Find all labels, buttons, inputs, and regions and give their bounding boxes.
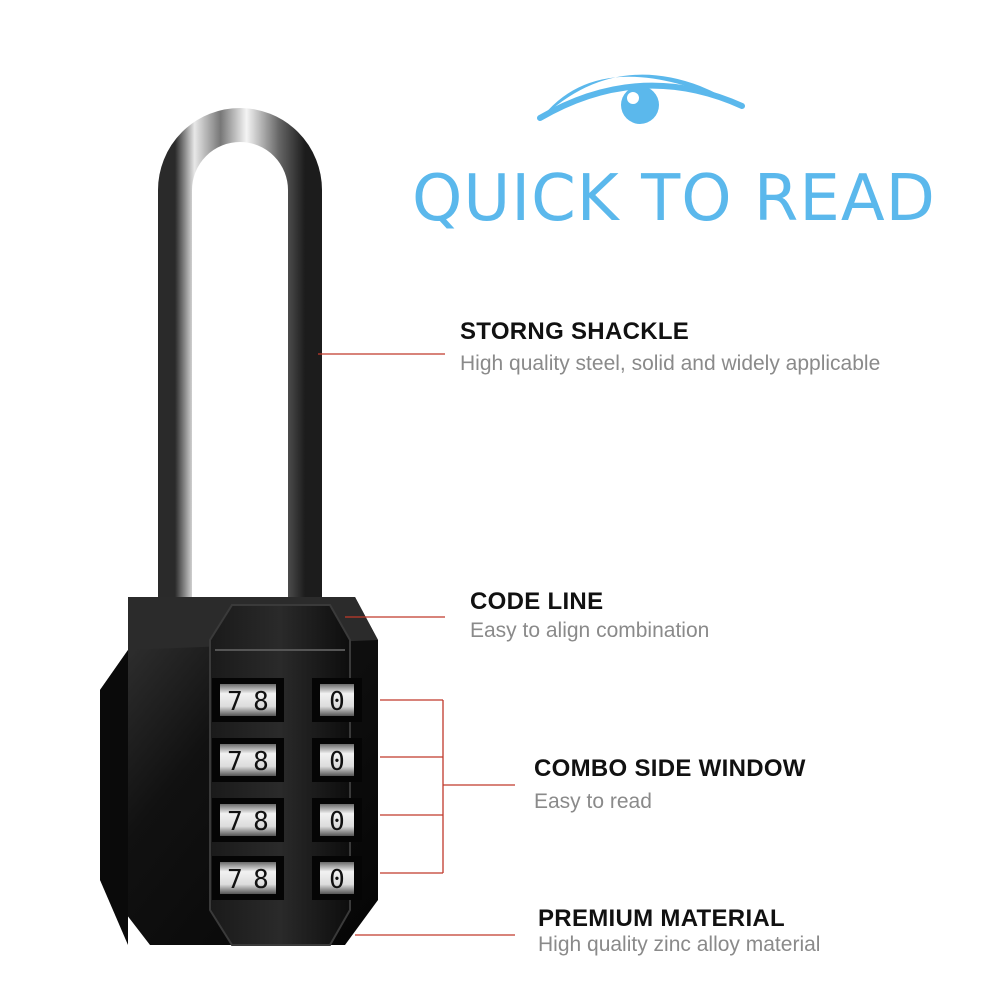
feature-title-code-line: CODE LINE: [470, 588, 604, 615]
feature-desc-shackle: High quality steel, solid and widely app…: [460, 352, 881, 375]
side-digit: 0: [329, 807, 345, 837]
front-digit: 7: [227, 687, 243, 717]
feature-desc-material: High quality zinc alloy material: [538, 933, 821, 956]
callout-lines: [318, 353, 515, 936]
front-digit: 8: [253, 865, 269, 895]
page-title: QUICK TO READ: [412, 162, 936, 236]
feature-desc-code-line: Easy to align combination: [470, 619, 710, 642]
eye-icon: [537, 74, 745, 124]
front-dial-windows: [212, 678, 284, 900]
steel-shackle: [158, 108, 322, 610]
front-digit: 8: [253, 687, 269, 717]
feature-title-material: PREMIUM MATERIAL: [538, 905, 786, 932]
front-digit: 7: [227, 807, 243, 837]
feature-title-shackle: STORNG SHACKLE: [460, 318, 690, 345]
side-digit: 0: [329, 747, 345, 777]
front-digit: 8: [253, 807, 269, 837]
side-dial-windows: [312, 678, 362, 900]
feature-title-side-window: COMBO SIDE WINDOW: [534, 755, 806, 782]
feature-desc-side-window: Easy to read: [534, 790, 652, 813]
side-digit: 0: [329, 687, 345, 717]
front-digit: 8: [253, 747, 269, 777]
front-digit: 7: [227, 747, 243, 777]
side-digit: 0: [329, 865, 345, 895]
front-digit: 7: [227, 865, 243, 895]
